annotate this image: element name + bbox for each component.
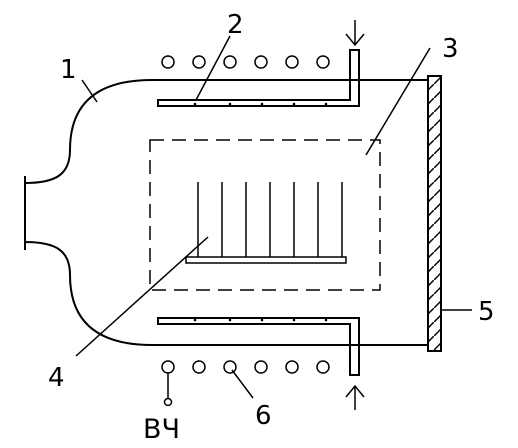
callout-4: 4: [48, 363, 65, 393]
inductor-coil-bottom: [161, 360, 330, 374]
upper-gas-tube: [157, 49, 360, 107]
lower-gas-tube: [157, 317, 360, 376]
down-arrow-icon: [345, 20, 365, 47]
callout-2: 2: [227, 10, 244, 40]
up-arrow-icon: [345, 384, 365, 410]
chamber-body: [24, 79, 428, 346]
hf-terminal: [163, 373, 173, 407]
end-flange: [427, 75, 442, 352]
callout-3: 3: [442, 34, 459, 64]
upper-tube-holes: [193, 102, 328, 106]
leader-lines: [75, 35, 472, 399]
callout-6: 6: [255, 401, 272, 431]
callout-1: 1: [60, 55, 77, 85]
hf-power-label: ВЧ: [143, 414, 180, 445]
dashed-screen: [149, 139, 381, 291]
substrate-holder: [185, 182, 347, 264]
inductor-coil-top: [161, 55, 330, 69]
callout-5: 5: [478, 297, 495, 327]
lower-tube-holes: [193, 318, 328, 322]
